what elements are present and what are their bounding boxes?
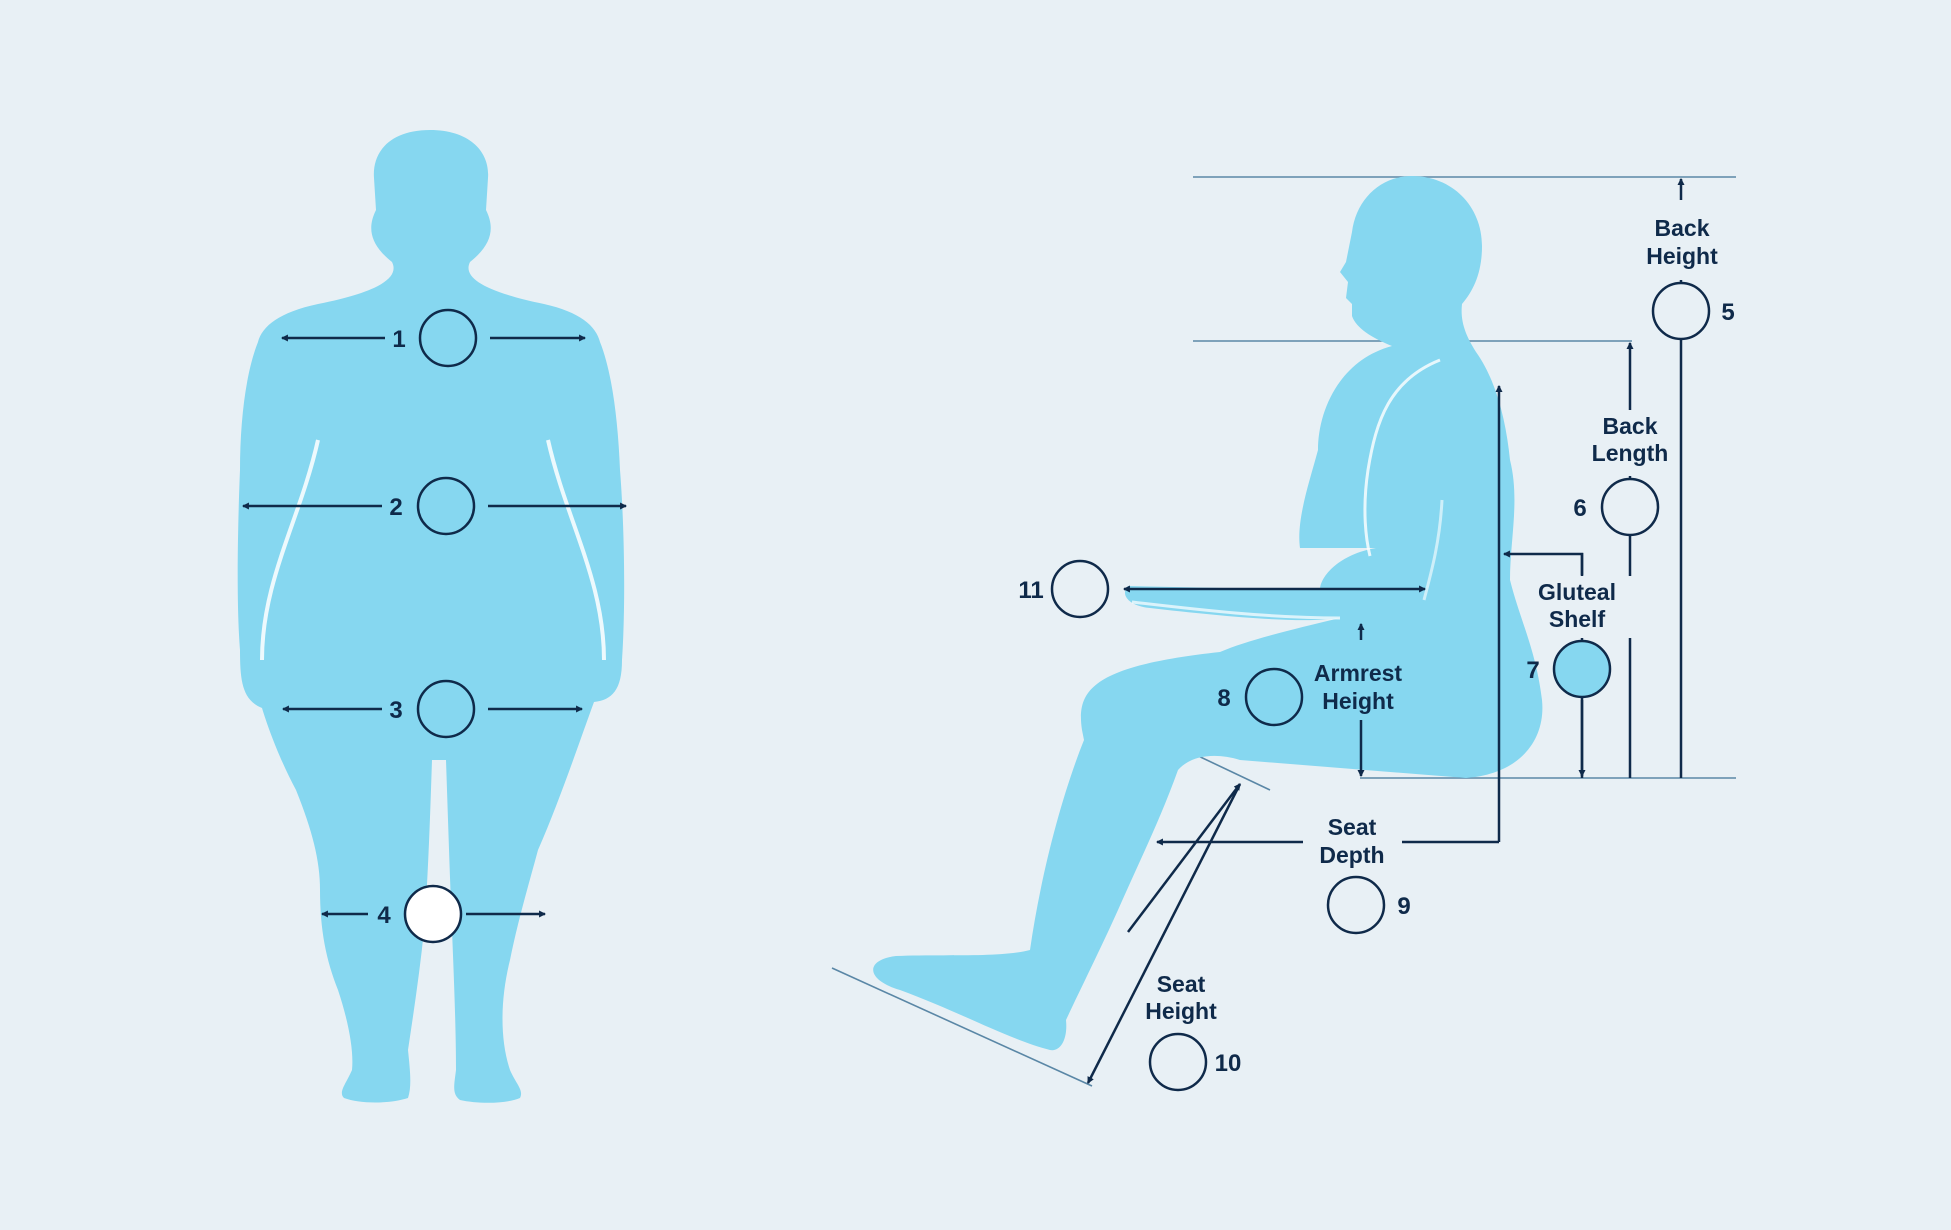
marker-number: 9	[1397, 893, 1410, 920]
front-marker-4: 4	[320, 884, 547, 944]
measure-back-height: Back Height 5	[1646, 177, 1735, 778]
marker-circle	[1050, 559, 1110, 619]
measure-seat-depth: Seat Depth 9	[1155, 384, 1503, 935]
measure-seat-height: Seat Height 10	[1086, 783, 1242, 1092]
gluteal-shelf-arrow	[1502, 550, 1584, 575]
label-line-1: Back	[1655, 215, 1710, 241]
seat-height-arrow-down	[1086, 783, 1242, 1084]
marker-number: 5	[1721, 299, 1734, 326]
label-line-1: Seat	[1328, 814, 1377, 840]
marker-circle	[403, 884, 463, 944]
label-line-1: Back	[1603, 413, 1658, 439]
marker-circle	[1600, 477, 1660, 537]
label-line-2: Length	[1592, 440, 1669, 466]
seat-height-arrow-up	[1127, 783, 1241, 933]
marker-number: 8	[1217, 685, 1230, 712]
label-backdrop	[1584, 410, 1676, 476]
marker-circle	[1552, 639, 1612, 699]
marker-circle	[416, 679, 476, 739]
marker-number: 6	[1573, 495, 1586, 522]
label-line-1: Gluteal	[1538, 579, 1616, 605]
marker-number: 10	[1215, 1050, 1242, 1077]
front-marker-2: 2	[241, 476, 628, 536]
marker-number: 3	[389, 697, 402, 724]
label-line-2: Depth	[1319, 842, 1384, 868]
front-body-silhouette	[237, 130, 625, 1103]
measure-back-length: Back Length 6	[1573, 341, 1676, 778]
measure-forearm: 11	[1018, 559, 1427, 619]
marker-circle	[1244, 667, 1304, 727]
front-marker-3: 3	[281, 679, 584, 739]
label-line-1: Armrest	[1314, 660, 1403, 686]
seat-front-edge-line	[1191, 752, 1271, 791]
measure-armrest-height: Armrest Height 8	[1217, 622, 1403, 778]
marker-number: 4	[377, 902, 391, 929]
side-body-silhouette	[873, 176, 1543, 1051]
measure-gluteal-shelf: Gluteal Shelf 7	[1502, 550, 1632, 778]
marker-circle	[1326, 875, 1386, 935]
label-line-1: Seat	[1157, 971, 1206, 997]
marker-circle	[416, 476, 476, 536]
label-line-2: Shelf	[1549, 606, 1606, 632]
marker-number: 2	[389, 494, 402, 521]
label-backdrop	[1646, 200, 1718, 280]
label-backdrop	[1532, 576, 1632, 638]
marker-number: 1	[392, 326, 405, 353]
marker-number: 7	[1526, 657, 1539, 684]
front-marker-1: 1	[280, 308, 587, 368]
marker-circle	[418, 308, 478, 368]
marker-circle	[1148, 1032, 1208, 1092]
label-line-2: Height	[1322, 688, 1394, 714]
marker-circle	[1651, 281, 1711, 341]
label-line-2: Height	[1145, 998, 1217, 1024]
label-line-2: Height	[1646, 243, 1718, 269]
floor-line	[831, 967, 1093, 1087]
marker-number: 11	[1018, 577, 1043, 604]
